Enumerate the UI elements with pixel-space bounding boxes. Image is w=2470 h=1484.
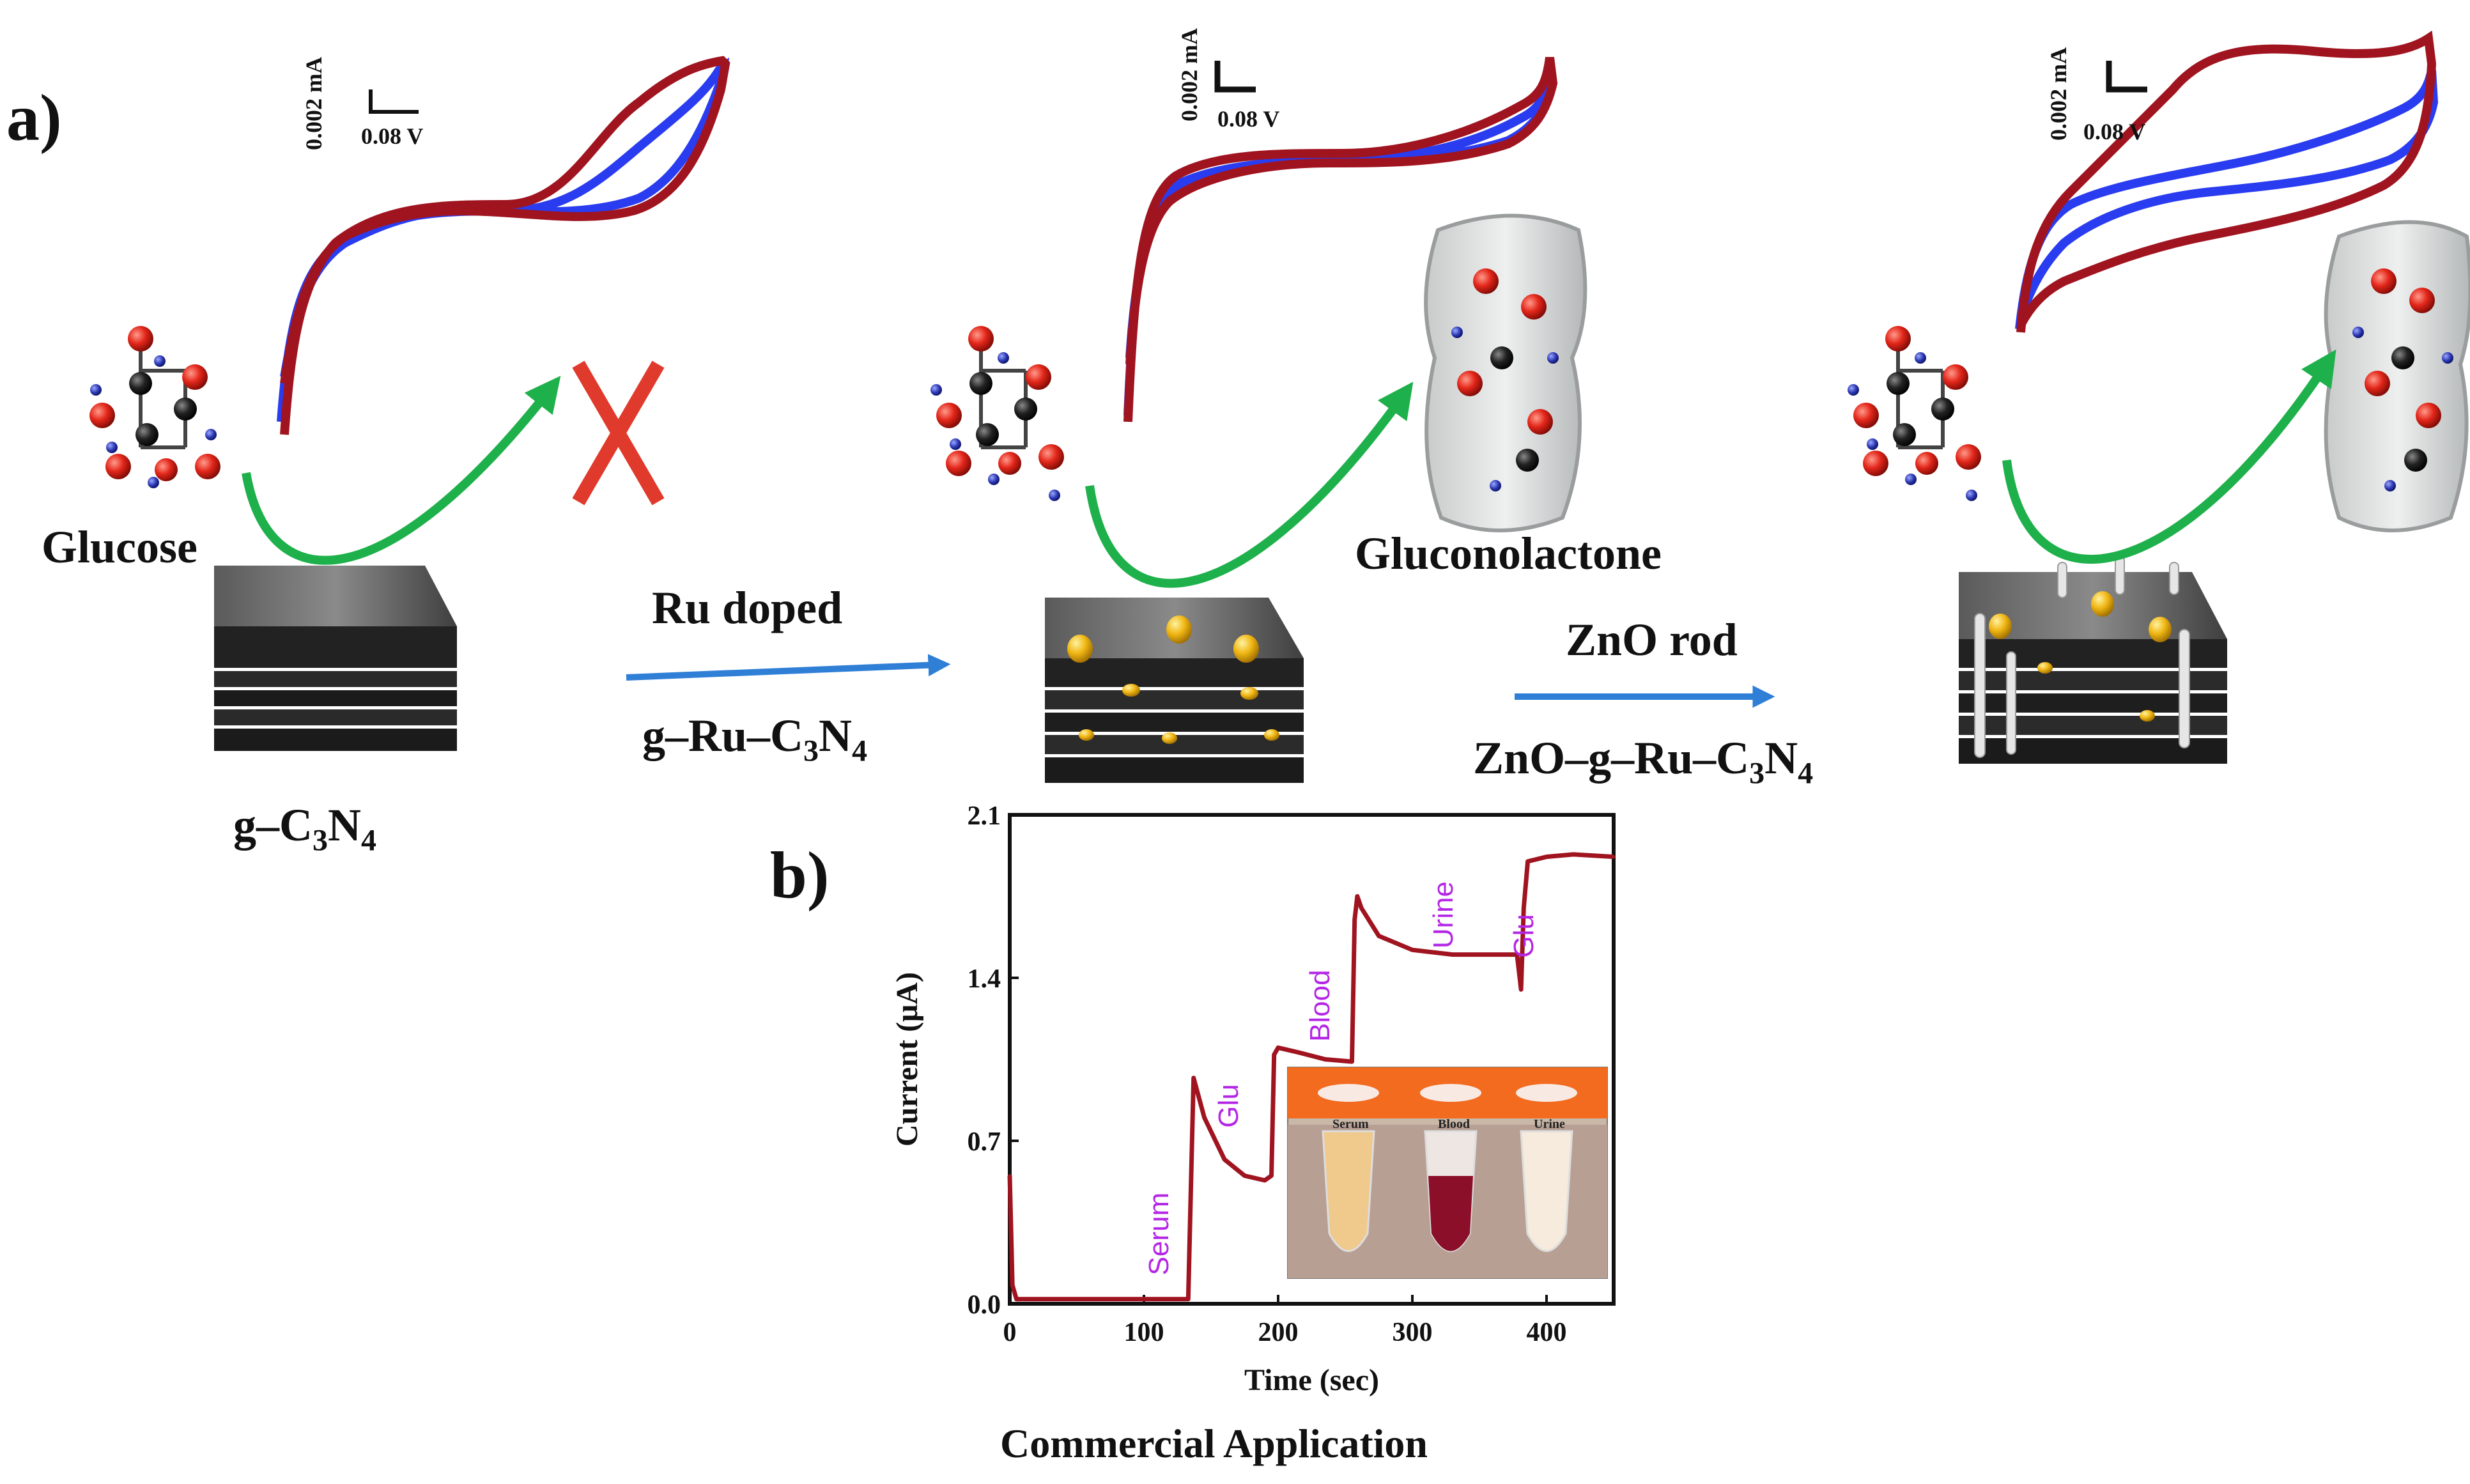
inset-label-serum: Serum xyxy=(1332,1117,1369,1131)
annotation-4: Glu xyxy=(1508,914,1540,957)
panel-a-label: a) xyxy=(6,81,62,155)
inset-label-urine: Urine xyxy=(1534,1117,1565,1131)
data-point-0-5 xyxy=(1142,1297,1146,1301)
cv-loop-1 xyxy=(277,56,730,435)
data-point-0-31 xyxy=(1571,853,1575,856)
commercial-application-caption: Commercial Application xyxy=(1000,1421,1428,1466)
data-point-0-0 xyxy=(1008,1174,1012,1178)
data-point-0-1 xyxy=(1010,1283,1014,1287)
data-point-0-8 xyxy=(1192,1076,1196,1080)
data-point-0-12 xyxy=(1263,1179,1267,1182)
ru-gcn-formula-label: g–Ru–C3N4 xyxy=(642,710,868,768)
data-point-0-7 xyxy=(1189,1186,1193,1189)
x-axis-title: Time (sec) xyxy=(1244,1363,1379,1397)
data-point-0-11 xyxy=(1243,1174,1246,1178)
cv-scale-bar-2 xyxy=(1214,61,1256,93)
glucose-molecule-1 xyxy=(89,326,220,488)
data-point-0-17 xyxy=(1324,1058,1327,1061)
data-point-0-13 xyxy=(1270,1174,1273,1178)
data-point-0-3 xyxy=(1035,1297,1038,1301)
annotation-2: Blood xyxy=(1304,970,1336,1042)
y-tick-label-3: 2.1 xyxy=(968,801,1001,831)
cv3-scale-x-label: 0.08 V xyxy=(2083,119,2146,144)
annotation-0: Serum xyxy=(1143,1193,1175,1276)
chart-frame xyxy=(1008,813,1616,1306)
zno-ru-gcn-formula-label: ZnO–g–Ru–C3N4 xyxy=(1473,732,1814,791)
data-point-0-9 xyxy=(1203,1116,1206,1120)
annotation-3: Urine xyxy=(1428,881,1459,948)
gluconolactone-label: Gluconolactone xyxy=(1355,528,1662,579)
ru-gcn-sheet-stack xyxy=(1045,598,1304,783)
glucose-molecule-2 xyxy=(930,326,1064,501)
data-point-0-6 xyxy=(1186,1297,1190,1301)
data-point-0-20 xyxy=(1355,895,1359,898)
x-tick-label-1: 100 xyxy=(1124,1318,1164,1347)
data-point-0-30 xyxy=(1545,855,1548,859)
data-point-0-29 xyxy=(1526,860,1530,863)
cv-loop-3 xyxy=(2015,30,2439,333)
reaction-arrow-3 xyxy=(2002,349,2336,564)
cv1-scale-x-label: 0.08 V xyxy=(361,123,424,149)
panel-b-label: b) xyxy=(770,839,830,912)
cv-scale-bar-1 xyxy=(369,89,419,114)
reaction-arrow-1 xyxy=(242,376,561,565)
x-tick-label-2: 200 xyxy=(1258,1318,1299,1347)
data-point-0-32 xyxy=(1612,855,1616,859)
data-point-0-26 xyxy=(1515,953,1519,957)
sample-tubes-inset: Serum Blood Urine xyxy=(1287,1067,1608,1279)
data-point-0-15 xyxy=(1276,1046,1280,1049)
data-point-0-18 xyxy=(1350,1060,1354,1063)
glucose-label: Glucose xyxy=(42,522,197,573)
data-point-0-4 xyxy=(1088,1297,1092,1301)
data-point-0-16 xyxy=(1297,1051,1300,1055)
data-point-0-28 xyxy=(1522,906,1525,910)
cv2-scale-x-label: 0.08 V xyxy=(1217,106,1280,132)
data-point-0-27 xyxy=(1519,987,1523,991)
synthesis-arrow-1 xyxy=(626,654,951,681)
glucose-molecule-3 xyxy=(1848,326,1981,501)
data-point-0-19 xyxy=(1353,918,1357,922)
data-point-0-24 xyxy=(1451,953,1455,957)
x-tick-label-0: 0 xyxy=(1003,1318,1017,1347)
gcn-formula-label: g–C3N4 xyxy=(233,800,376,858)
gcn-sheet-stack xyxy=(214,566,457,751)
cv-loop-2 xyxy=(1123,57,1558,422)
y-axis-title: Current (μA) xyxy=(890,972,924,1147)
annotation-1: Glu xyxy=(1213,1084,1244,1127)
zno-ru-gcn-sheet-stack xyxy=(1959,555,2227,764)
x-tick-label-3: 300 xyxy=(1393,1318,1433,1347)
ru-doped-label: Ru doped xyxy=(652,582,843,633)
inset-label-blood: Blood xyxy=(1438,1117,1470,1131)
cv-scale-bar-3 xyxy=(2106,61,2147,93)
data-point-0-23 xyxy=(1410,948,1414,952)
data-point-0-2 xyxy=(1015,1297,1018,1301)
data-point-0-14 xyxy=(1272,1053,1276,1056)
data-point-0-10 xyxy=(1223,1157,1226,1161)
y-tick-label-1: 0.7 xyxy=(968,1127,1001,1157)
reaction-arrow-2 xyxy=(1085,382,1414,588)
gluconolactone-capsule-1 xyxy=(1424,213,1587,532)
y-tick-label-0: 0.0 xyxy=(968,1290,1001,1320)
x-tick-label-4: 400 xyxy=(1527,1318,1567,1347)
zno-rod-label: ZnO rod xyxy=(1566,614,1738,665)
no-reaction-cross-icon xyxy=(572,360,665,506)
data-point-0-25 xyxy=(1491,953,1495,957)
y-tick-label-2: 1.4 xyxy=(968,964,1001,994)
data-point-0-22 xyxy=(1377,934,1380,938)
data-point-0-21 xyxy=(1359,906,1363,910)
